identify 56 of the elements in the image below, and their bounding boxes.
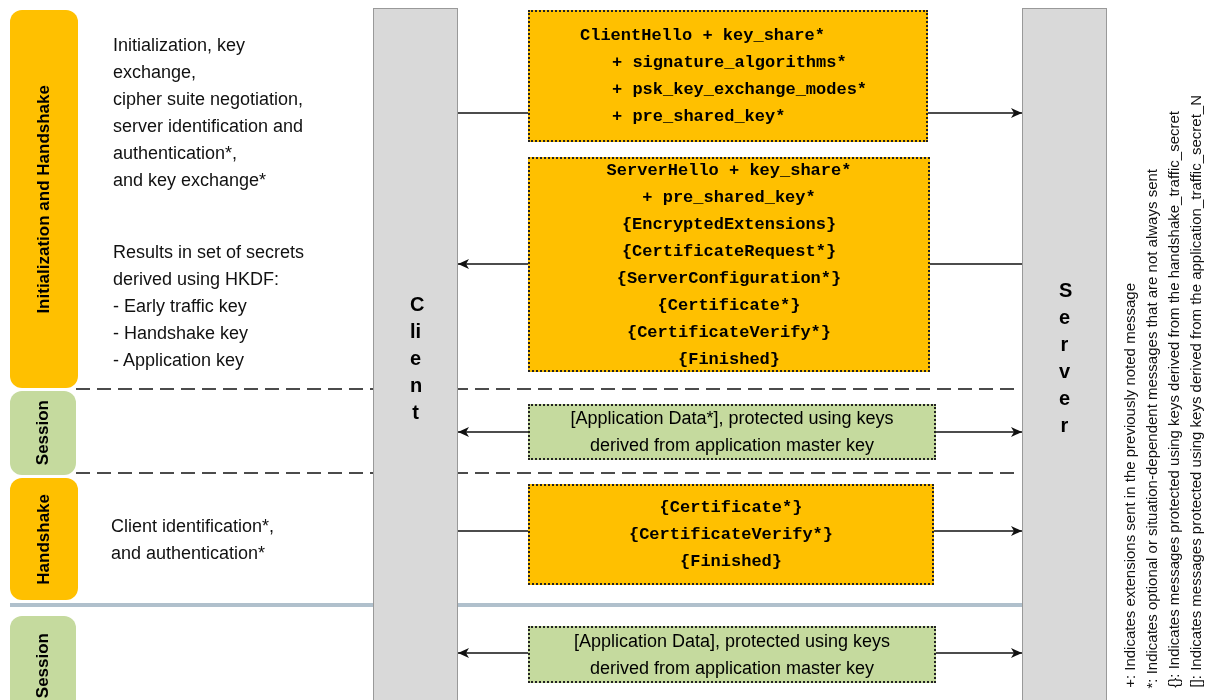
- message-line: + pre_shared_key*: [641, 186, 817, 209]
- connector-line: [457, 530, 529, 532]
- message-line: + psk_key_exchange_modes*: [611, 79, 869, 101]
- message-line: {Finished}: [677, 348, 781, 371]
- arrow: [927, 108, 1023, 118]
- phase-label: [10, 391, 76, 475]
- message-box: [528, 484, 934, 585]
- arrow: [457, 648, 529, 658]
- message-box: [528, 10, 928, 142]
- message-line: ClientHello + key_share*: [579, 25, 826, 47]
- participant-name: Server: [1058, 278, 1071, 438]
- message-line: {CertificateVerify*}: [625, 321, 832, 344]
- description-text: Client identification*,: [111, 515, 275, 538]
- message-line: {ServerConfiguration*}: [615, 267, 843, 290]
- message-text: [Application Data], protected using keys derived from application master key: [572, 629, 892, 680]
- message-box: [528, 626, 936, 683]
- description-text: cipher suite negotiation,: [113, 88, 304, 111]
- description-text: and key exchange*: [113, 169, 267, 192]
- notation-note: +: Indicates extensions sent in the previously noted message: [1120, 283, 1139, 688]
- phase-name: Session: [33, 633, 53, 699]
- phase-label: [10, 10, 78, 388]
- message-line: {Certificate*}: [658, 497, 804, 519]
- lifeline-bar: [373, 8, 458, 700]
- arrow: [933, 526, 1023, 536]
- message-line: {Certificate*}: [656, 294, 802, 317]
- lifeline-bar: [1022, 8, 1107, 700]
- message-line: ServerHello + key_share*: [605, 159, 853, 182]
- arrow: [935, 648, 1023, 658]
- notation-note: []: Indicates messages protected using keys derived from the application_traffic_secret_N: [1186, 95, 1205, 688]
- arrow: [935, 427, 1023, 437]
- description-text: and authentication*: [111, 542, 266, 565]
- phase-label: [10, 478, 78, 600]
- phase-label: [10, 616, 76, 700]
- arrow: [457, 259, 529, 269]
- message-box: [528, 404, 936, 460]
- message-line: {EncryptedExtensions}: [620, 213, 838, 236]
- description-text: Results in set of secrets derived using HKDF:: [113, 241, 306, 291]
- list-item: - Handshake key: [113, 322, 249, 345]
- phase-name: Session: [33, 400, 53, 466]
- phase-name: Handshake: [34, 493, 54, 585]
- arrow: [457, 427, 529, 437]
- message-line: {CertificateRequest*}: [620, 240, 838, 263]
- message-line: + signature_algorithms*: [611, 52, 848, 74]
- notation-note: {}: Indicates messages protected using keys derived from the handshake_traffic_secret: [1164, 111, 1183, 688]
- connector-line: [457, 112, 529, 114]
- message-line: {Finished}: [679, 551, 783, 573]
- participant-name: Client: [409, 291, 422, 425]
- message-box: [528, 157, 930, 372]
- notation-note: *: Indicates optional or situation-dependent messages that are not always sent: [1142, 168, 1161, 688]
- connector-line: [929, 263, 1023, 265]
- phase-name: Initialization and Handshake: [34, 84, 54, 314]
- list-item: - Early traffic key: [113, 295, 247, 318]
- message-line: {CertificateVerify*}: [627, 524, 834, 546]
- message-line: + pre_shared_key*: [611, 106, 787, 128]
- list-item: - Application key: [113, 349, 245, 372]
- message-text: [Application Data*], protected using keys derived from application master key: [569, 407, 895, 457]
